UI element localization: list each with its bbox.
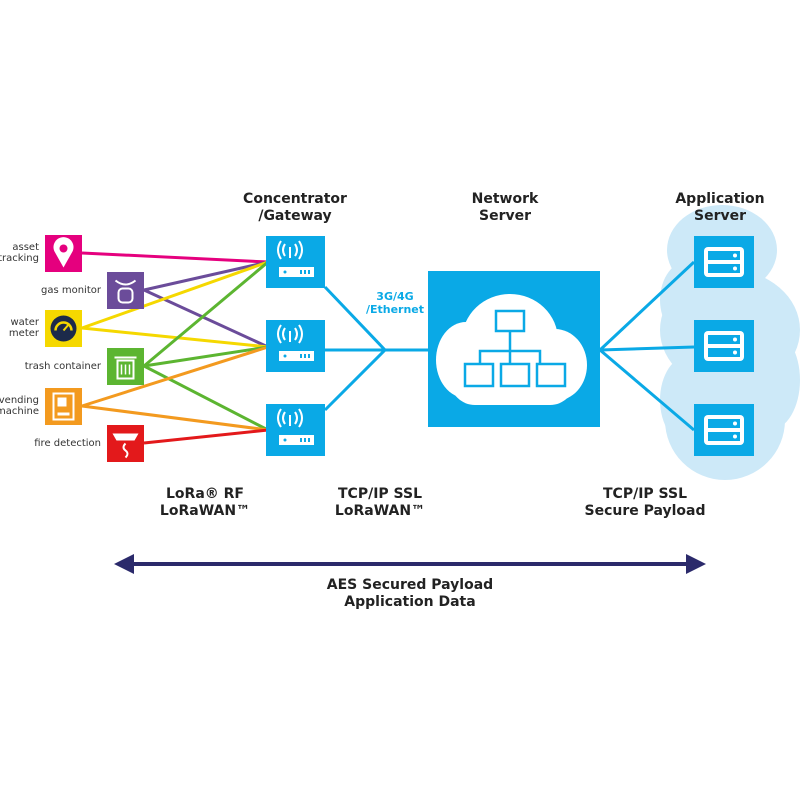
rf-link xyxy=(143,260,269,368)
server-icon xyxy=(704,415,744,445)
device-location-pin[interactable] xyxy=(45,235,82,272)
rf-link xyxy=(143,364,269,432)
gateway-3[interactable] xyxy=(266,404,325,456)
gateway-2[interactable] xyxy=(266,320,325,372)
location-pin-icon xyxy=(53,237,74,268)
device-label: trash container xyxy=(25,361,101,372)
backhaul-label-line2: /Ethernet xyxy=(365,303,425,316)
application-header: Application Server xyxy=(660,191,780,225)
smoke-detector-icon xyxy=(112,433,139,459)
rf-link xyxy=(143,428,269,445)
aes-label-line1: AES Secured Payload xyxy=(326,577,494,593)
device-vending-machine[interactable] xyxy=(45,388,82,425)
backhaul-label: 3G/4G /Ethernet xyxy=(355,290,435,316)
rf-link xyxy=(143,345,269,368)
wireless-router-icon xyxy=(277,408,314,445)
device-label-line: meter xyxy=(8,328,39,339)
rf-protocol-label: LoRa® RF LoRaWAN™ xyxy=(145,486,265,520)
vending-machine-icon xyxy=(52,392,75,421)
rf-protocol-line1: LoRa® RF xyxy=(166,486,244,502)
application-header-line1: Application xyxy=(675,191,765,207)
app-protocol-line2: Secure Payload xyxy=(584,503,706,519)
network-header-line1: Network xyxy=(471,191,539,207)
device-label-line: tracking xyxy=(0,253,39,264)
rf-protocol-line2: LoRaWAN™ xyxy=(159,503,251,519)
aes-label-line2: Application Data xyxy=(344,594,476,610)
gateway-header-line1: Concentrator xyxy=(243,191,347,207)
wireless-router-icon xyxy=(277,324,314,361)
network-header-line2: Server xyxy=(478,208,531,224)
application-server-3[interactable] xyxy=(694,404,754,456)
rf-link xyxy=(81,260,269,330)
cloud-network-icon xyxy=(436,294,587,405)
backhaul-protocol-label: TCP/IP SSL LoRaWAN™ xyxy=(320,486,440,520)
rf-links xyxy=(81,251,269,445)
device-trash[interactable] xyxy=(107,348,144,385)
rf-link xyxy=(143,260,269,292)
device-label-line: water xyxy=(10,317,40,328)
app-protocol-line1: TCP/IP SSL xyxy=(603,486,687,502)
device-gas-canister[interactable] xyxy=(107,272,144,309)
network-header: Network Server xyxy=(455,191,555,225)
application-header-line2: Server xyxy=(693,208,746,224)
rf-link xyxy=(81,326,269,349)
rf-link xyxy=(81,345,269,408)
device-label-line: trash container xyxy=(24,360,101,372)
device-label: fire detection xyxy=(34,438,101,449)
device-label-line: gas monitor xyxy=(41,284,101,296)
gauge-icon xyxy=(50,315,77,342)
aes-arrow xyxy=(114,554,706,574)
aes-label: AES Secured Payload Application Data xyxy=(320,577,500,611)
server-icon xyxy=(704,331,744,361)
gas-canister-icon xyxy=(114,279,137,304)
application-server-2[interactable] xyxy=(694,320,754,372)
device-label: gas monitor xyxy=(41,285,101,296)
app-protocol-label: TCP/IP SSL Secure Payload xyxy=(575,486,715,520)
backhaul-label-line1: 3G/4G xyxy=(376,290,414,303)
network-server[interactable] xyxy=(428,271,600,427)
trash-icon xyxy=(114,356,137,380)
device-label-line: asset xyxy=(12,242,39,253)
device-label-line: fire detection xyxy=(34,437,101,449)
backhaul-protocol-line2: LoRaWAN™ xyxy=(334,503,426,519)
device-smoke-detector[interactable] xyxy=(107,425,144,462)
server-icon xyxy=(704,247,744,277)
rf-link xyxy=(81,404,269,432)
gateway-header-line2: /Gateway xyxy=(258,208,332,224)
backhaul-protocol-line1: TCP/IP SSL xyxy=(338,486,422,502)
gateway-header: Concentrator /Gateway xyxy=(235,191,355,225)
device-label-line: machine xyxy=(0,406,39,417)
device-label-line: vending xyxy=(0,395,39,406)
backhaul-links xyxy=(323,260,696,432)
device-gauge[interactable] xyxy=(45,310,82,347)
application-server-1[interactable] xyxy=(694,236,754,288)
rf-link xyxy=(81,251,269,264)
wireless-router-icon xyxy=(277,240,314,277)
gateway-1[interactable] xyxy=(266,236,325,288)
